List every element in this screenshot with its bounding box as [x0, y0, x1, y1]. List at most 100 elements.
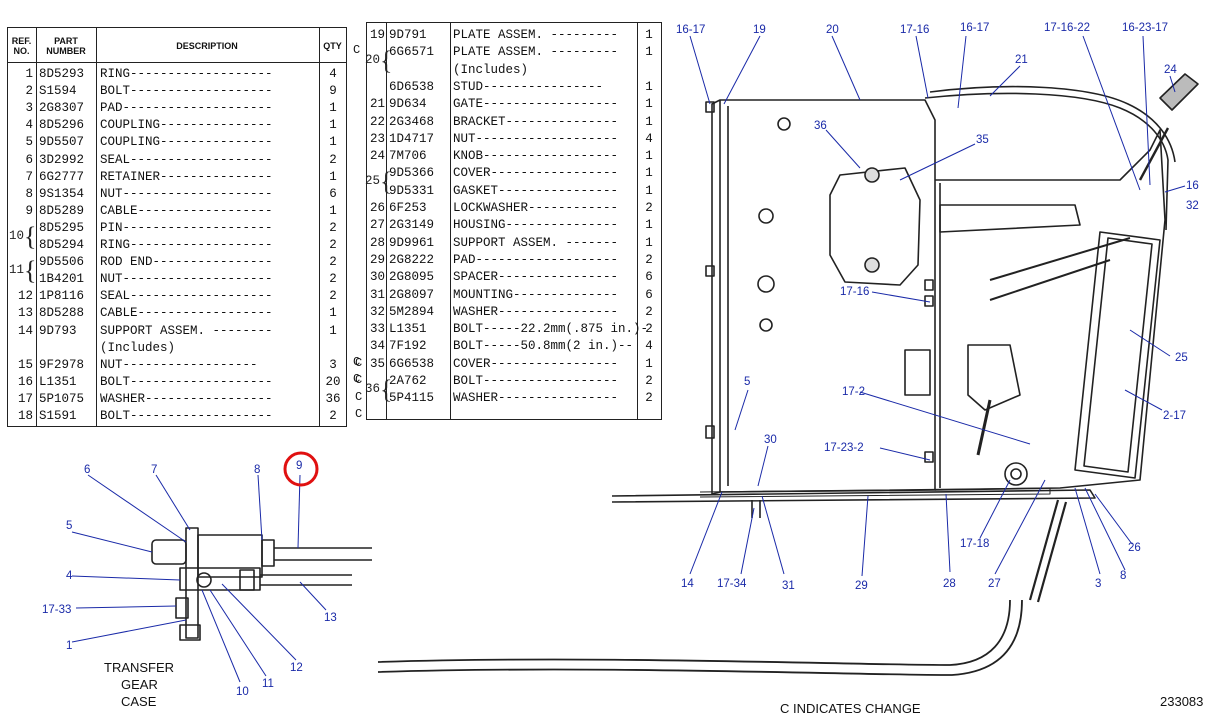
callout-label: 16-17	[676, 24, 706, 36]
cell-desc: WASHER-----------------	[100, 391, 273, 406]
cell-part: L1351	[389, 322, 427, 337]
cell-qty: 1	[329, 306, 337, 321]
cell-desc: PLATE ASSEM. ---------	[453, 28, 619, 42]
table-row: (Includes)	[8, 340, 346, 357]
cell-part: 6G2777	[39, 169, 85, 184]
cell-part: 8D5293	[39, 67, 85, 81]
cell-desc: COVER-----------------	[453, 356, 619, 371]
callout-label: 5	[66, 520, 73, 532]
cell-desc: RING-------------------	[100, 67, 273, 81]
cell-part: 2G8307	[39, 101, 85, 116]
table-row: 6D6538 STUD----------------1	[367, 79, 661, 96]
cell-desc: NUT--------------------	[100, 272, 273, 287]
cell-qty: 9	[329, 84, 337, 99]
callout-label: 16	[1186, 180, 1199, 192]
figure-number: 233083	[1160, 694, 1204, 709]
cell-ref: 6	[25, 152, 33, 167]
callout-label: 24	[1164, 64, 1177, 76]
cell-ref: 22	[369, 114, 385, 129]
cell-desc: MOUNTING--------------	[453, 287, 619, 302]
cell-part: 1P8116	[39, 289, 85, 304]
cell-part: 9D791	[389, 28, 427, 42]
cell-part: 9D5366	[389, 166, 435, 181]
cell-qty: 1	[645, 356, 653, 371]
cell-ref: 16	[17, 374, 33, 389]
callout-label: 17-33	[42, 604, 72, 616]
cell-qty: 3	[329, 357, 337, 372]
header-description: DESCRIPTION	[176, 41, 238, 51]
cell-qty: 1	[645, 149, 653, 164]
cell-qty: 1	[645, 114, 653, 129]
cell-ref: 21	[369, 97, 385, 112]
cell-qty: 4	[645, 339, 653, 354]
cell-desc: COUPLING---------------	[100, 135, 273, 150]
cell-part: 7M706	[389, 149, 427, 164]
cell-desc: NUT--------------------	[100, 186, 273, 201]
cell-qty: 1	[329, 323, 337, 338]
cell-part: S1594	[39, 84, 77, 99]
cell-qty: 2	[645, 252, 653, 267]
cell-qty: 1	[645, 45, 653, 60]
cell-desc: (Includes)	[100, 340, 176, 355]
callout-label: 17-16	[840, 286, 870, 298]
cell-part: 8D5295	[39, 220, 85, 235]
highlight-circle	[283, 451, 319, 487]
cell-qty: 2	[645, 201, 653, 215]
footer-note: C INDICATES CHANGE	[780, 701, 921, 716]
cell-ref: 1	[25, 67, 33, 81]
cell-qty: 2	[645, 304, 653, 319]
table-row: 22 2G3468 BRACKET--------------- 1	[367, 114, 661, 131]
cell-part: S1591	[39, 409, 77, 423]
cell-qty: 1	[645, 183, 653, 198]
change-mark: C	[355, 389, 363, 404]
cell-qty: 1	[329, 169, 337, 184]
cell-ref: 3	[25, 101, 33, 116]
cell-qty: 1	[329, 118, 337, 133]
callout-label: 8	[254, 464, 261, 476]
cell-desc: CABLE------------------	[100, 203, 273, 218]
cell-desc: HOUSING---------------	[453, 218, 619, 233]
callout-label: 36	[814, 120, 827, 132]
table-row: (Includes)	[367, 62, 661, 79]
change-mark: C	[355, 355, 363, 370]
cell-part: L1351	[39, 374, 77, 389]
cell-desc: NUT-------------------	[453, 131, 619, 146]
cell-part: 9D5506	[39, 255, 85, 270]
cell-ref: 30	[369, 270, 385, 285]
group-ref: 20	[365, 53, 381, 68]
cell-ref: 8	[25, 186, 33, 201]
cell-part: 5M2894	[389, 304, 435, 319]
callout-label: 17-23-2	[824, 442, 864, 454]
callout-label: 13	[324, 612, 337, 624]
cell-part: 2G3149	[389, 218, 435, 233]
cell-desc: BOLT-----22.2mm(.875 in.)-	[453, 322, 649, 337]
cell-part: 2G8097	[389, 287, 435, 302]
cell-part: 2G3468	[389, 114, 435, 129]
cell-desc: SUPPORT ASSEM. -------	[453, 235, 619, 250]
cell-qty: 1	[329, 203, 337, 218]
transfer-label-line-1: TRANSFER	[104, 660, 175, 675]
cell-desc: BRACKET---------------	[453, 114, 619, 129]
cell-ref: 23	[369, 131, 385, 146]
group-ref: 36	[365, 382, 381, 396]
group-brace: 20{	[365, 46, 393, 76]
cell-qty: 1	[645, 218, 653, 233]
cell-desc: COVER-----------------	[453, 166, 619, 181]
